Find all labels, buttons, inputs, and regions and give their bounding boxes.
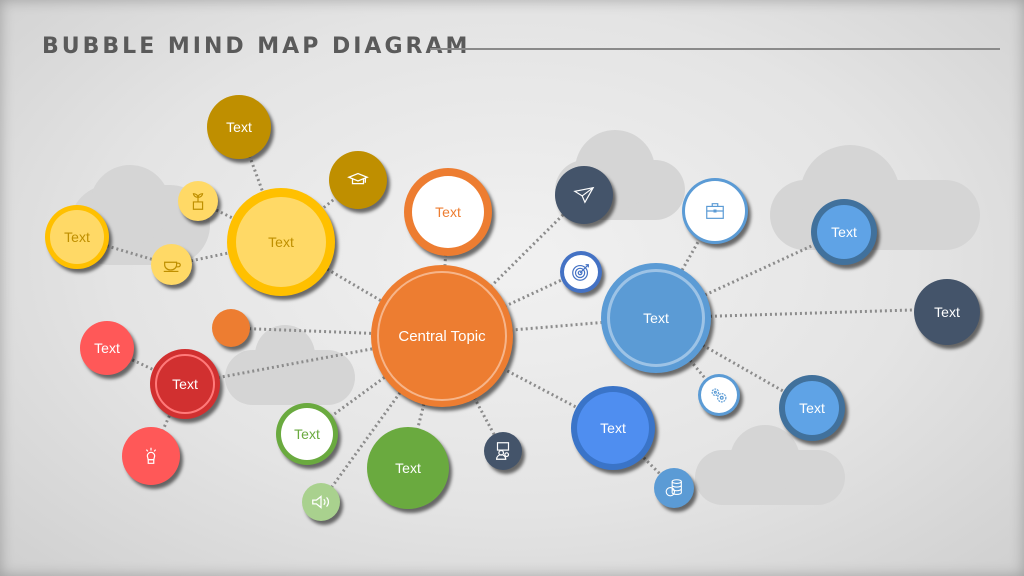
page-title: BUBBLE MIND MAP DIAGRAM	[42, 34, 471, 59]
node-label: Text	[435, 204, 461, 220]
node-label: Text	[799, 400, 825, 416]
icon-bubble-graduation[interactable]	[329, 151, 387, 209]
icon-bubble-presentation[interactable]	[484, 432, 522, 470]
plant-pot-icon	[192, 193, 204, 210]
lightbulb-icon	[145, 447, 157, 464]
central-topic[interactable]: Central Topic	[371, 265, 513, 407]
node-orange-top[interactable]: Text	[404, 168, 492, 256]
icon-bubble-plant[interactable]	[178, 181, 218, 221]
node-blue-main[interactable]: Text	[601, 263, 711, 373]
node-blue-bottom-right[interactable]: Text	[779, 375, 845, 441]
icon-bubble-gears[interactable]	[698, 374, 740, 416]
node-label: Text	[934, 304, 960, 320]
node-label: Text	[600, 420, 626, 436]
icon-bubble-speaker[interactable]	[302, 483, 340, 521]
tea-cup-icon	[163, 261, 181, 272]
node-label: Text	[226, 119, 252, 135]
node-label: Text	[294, 426, 320, 442]
node-label: Text	[268, 234, 294, 250]
graduation-cap-icon	[347, 172, 369, 185]
node-label: Text	[831, 224, 857, 240]
node-blue-top-right[interactable]: Text	[811, 199, 877, 265]
node-blue-bottom[interactable]: Text	[571, 386, 655, 470]
icon-bubble-tea-cup[interactable]	[151, 244, 192, 285]
title-underline	[430, 48, 1000, 50]
icon-bubble-coins[interactable]	[654, 468, 694, 508]
node-green-outline[interactable]: Text	[276, 403, 338, 465]
central-topic-label: Central Topic	[398, 327, 486, 345]
node-label: Text	[64, 229, 90, 245]
paper-plane-icon	[573, 186, 595, 204]
briefcase-icon	[706, 203, 724, 219]
node-red-main[interactable]: Text	[150, 349, 220, 419]
speaker-icon	[312, 495, 329, 509]
target-icon	[572, 264, 589, 281]
icon-bubble-lightbulb[interactable]	[122, 427, 180, 485]
node-label: Text	[395, 460, 421, 476]
node-yellow-main[interactable]: Text	[227, 188, 335, 296]
node-label: Text	[94, 340, 120, 356]
node-gold-top[interactable]: Text	[207, 95, 271, 159]
node-green-main[interactable]: Text	[367, 427, 449, 509]
coins-database-icon	[665, 479, 682, 497]
node-orange-small[interactable]	[212, 309, 250, 347]
node-navy-right[interactable]: Text	[914, 279, 980, 345]
icon-bubble-target[interactable]	[560, 251, 602, 293]
node-label: Text	[172, 376, 198, 392]
node-label: Text	[643, 310, 669, 326]
node-red-left[interactable]: Text	[80, 321, 134, 375]
gears-icon	[711, 388, 727, 403]
icon-bubble-briefcase[interactable]	[682, 178, 748, 244]
presentation-user-icon	[495, 442, 510, 460]
node-yellow-left[interactable]: Text	[45, 205, 109, 269]
icon-bubble-paper-plane[interactable]	[555, 166, 613, 224]
